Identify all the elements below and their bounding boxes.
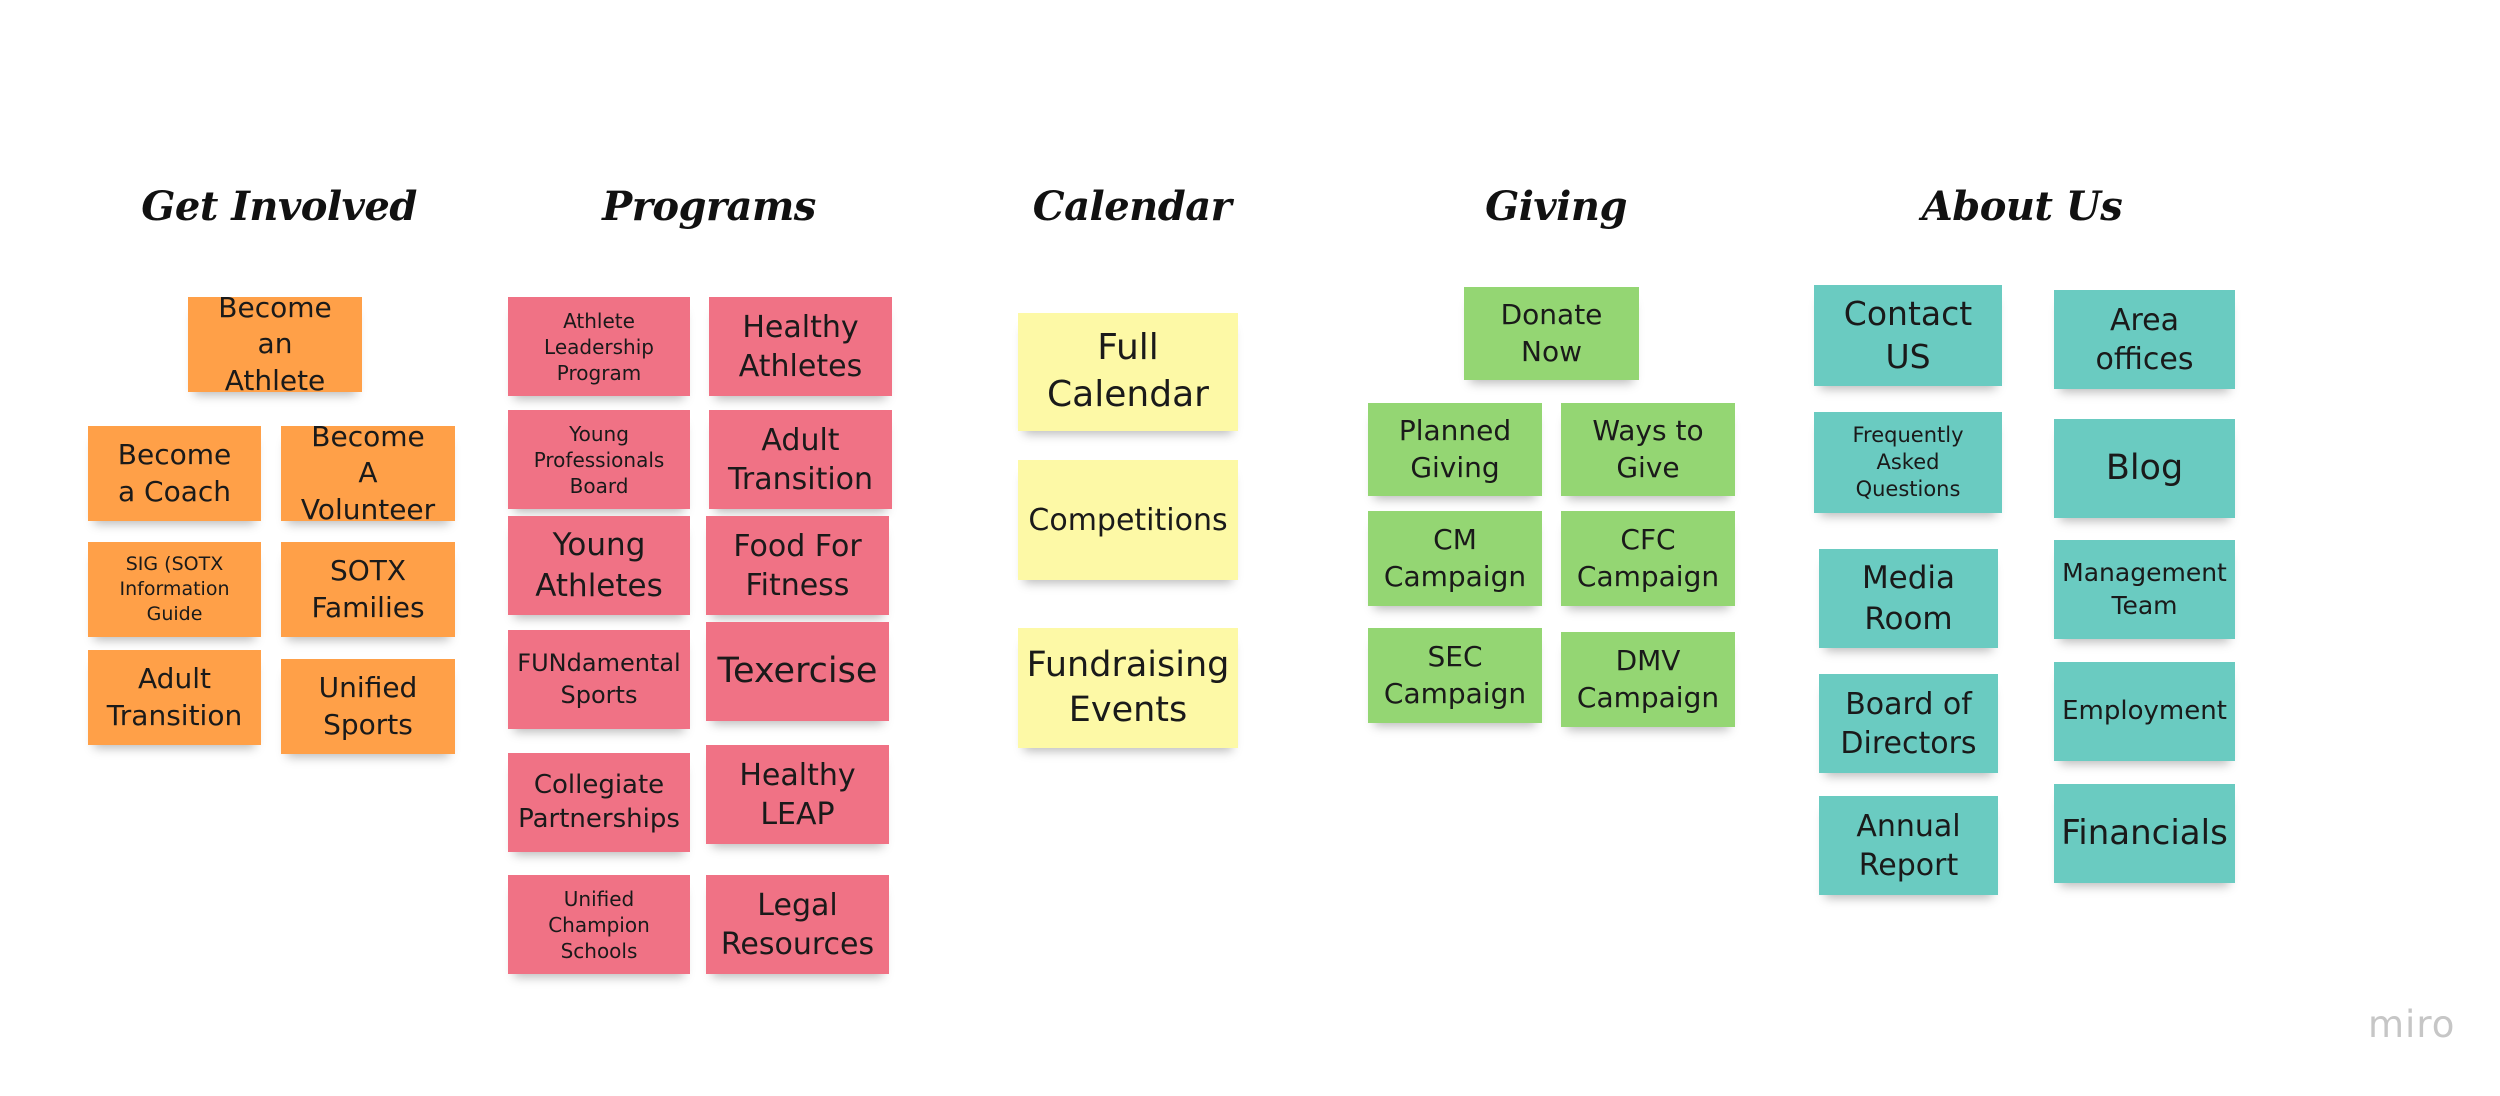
heading-programs: Programs [602,183,816,230]
sticky-note-employment[interactable]: Employment [2054,662,2235,761]
heading-calendar: Calendar [1032,183,1232,230]
sticky-note-competitions[interactable]: Competitions [1018,460,1238,580]
sticky-note-texercise[interactable]: Texercise [706,622,889,721]
miro-watermark-logo: miro [2368,1003,2456,1046]
sticky-note-financials[interactable]: Financials [2054,784,2235,883]
heading-giving: Giving [1485,183,1627,230]
sticky-note-blog[interactable]: Blog [2054,419,2235,518]
heading-get-involved: Get Involved [141,183,417,230]
sticky-note-contact-us[interactable]: Contact US [1814,285,2002,386]
heading-about-us: About Us [1921,183,2123,230]
